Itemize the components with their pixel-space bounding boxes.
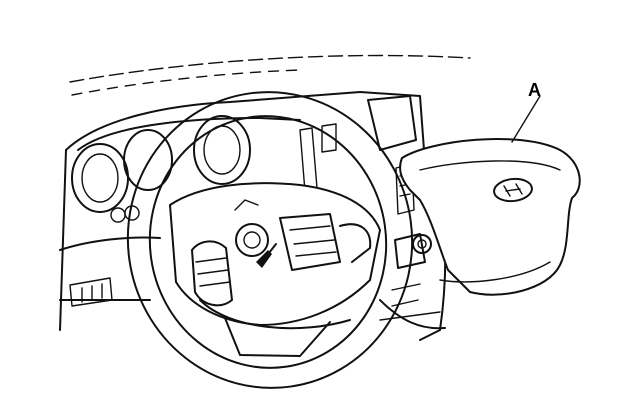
- horn-contact-left: [191, 240, 233, 307]
- center-gauge: [123, 129, 173, 191]
- right-gauge: [193, 115, 251, 185]
- callout-label-a: A: [528, 80, 541, 100]
- hyundai-logo: [493, 177, 533, 203]
- airbag-module: [399, 137, 581, 296]
- callout-leader: [511, 95, 541, 143]
- left-vent: [69, 277, 113, 307]
- lower-spoke: [199, 299, 351, 330]
- steering-wheel-hub: [169, 182, 381, 357]
- windshield-edge: [69, 54, 471, 96]
- clock-spring: [235, 223, 269, 257]
- bottom-spoke: [224, 317, 331, 357]
- steering-wheel-rim: [126, 91, 414, 389]
- connector-block: [279, 213, 341, 271]
